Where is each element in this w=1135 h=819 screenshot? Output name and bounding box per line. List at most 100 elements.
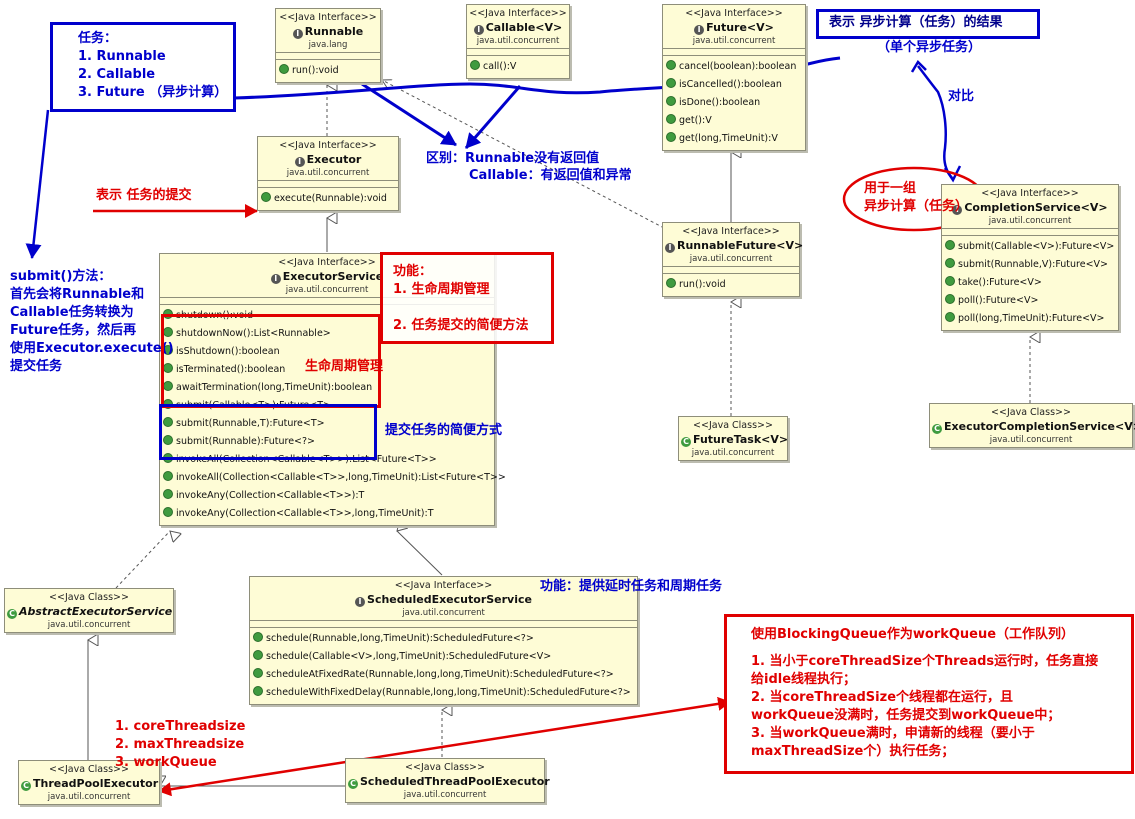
functions-note-item: 1. 生命周期管理 <box>393 282 490 297</box>
interface-icon: I <box>292 29 303 39</box>
submit-note-line: 首先会将Runnable和 <box>10 287 145 302</box>
class-icon: C <box>348 779 358 789</box>
package-label: java.util.concurrent <box>988 216 1072 226</box>
difference-note-line1: 区别：Runnable没有返回值 <box>426 151 600 166</box>
public-method-icon <box>666 278 676 288</box>
package-label: java.util.concurrent <box>476 36 560 46</box>
workqueue-note-line: workQueue没满时，任务提交到workQueue中； <box>751 708 1061 723</box>
method-row: schedule(Runnable,long,TimeUnit):Schedul… <box>253 630 634 648</box>
blue-arrow-runnable <box>361 82 457 147</box>
class-icon: C <box>681 437 691 447</box>
method-row: schedule(Callable<V>,long,TimeUnit):Sche… <box>253 648 634 666</box>
interface-icon: I <box>270 274 281 284</box>
pool-param-note: 3. workQueue <box>115 755 217 770</box>
public-method-icon <box>666 132 676 142</box>
tasks-note-title: 任务： <box>78 31 118 46</box>
class-name: ExecutorService <box>282 270 384 283</box>
public-method-icon <box>163 507 173 517</box>
package-label: java.util.concurrent <box>47 792 131 802</box>
public-method-icon <box>945 258 955 268</box>
functions-note-title: 功能： <box>393 264 433 279</box>
method-row: submit(Callable<V>):Future<V> <box>945 238 1115 256</box>
task-submit-note: 表示 任务的提交 <box>96 188 192 203</box>
interface-icon: I <box>294 157 305 167</box>
package-label: java.util.concurrent <box>402 608 485 618</box>
compare-note: 对比 <box>948 89 975 104</box>
workqueue-note-line: 2. 当coreThreadSize个线程都在运行，且 <box>751 690 1014 705</box>
class-name: Future<V> <box>706 21 774 34</box>
submit-note-line: Future任务，然后再 <box>10 323 137 338</box>
package-label: java.util.concurrent <box>285 285 369 295</box>
workqueue-note-line: 给idle线程执行； <box>751 672 857 687</box>
blue-arrow-callable <box>464 85 522 149</box>
tasks-note-item: 1. Runnable <box>78 49 166 64</box>
method-row: invokeAny(Collection<Callable<T>>):T <box>163 487 491 505</box>
submit-highlight-box <box>159 404 377 460</box>
package-label: java.util.concurrent <box>689 254 773 264</box>
interface-icon: I <box>694 25 705 35</box>
abstract-to-executorservice-link <box>115 531 170 589</box>
public-method-icon <box>945 240 955 250</box>
package-label: java.util.concurrent <box>691 448 775 458</box>
class-name: FutureTask<V> <box>693 433 789 446</box>
class-name: ThreadPoolExecutor <box>33 777 159 790</box>
workqueue-note-line: 1. 当小于coreThreadSize个Threads运行时，任务直接 <box>751 654 1099 669</box>
submit-note-line: Callable任务转换为 <box>10 305 134 320</box>
package-label: java.util.concurrent <box>403 790 487 800</box>
class-name: Callable<V> <box>485 21 563 34</box>
public-method-icon <box>253 686 263 696</box>
public-method-icon <box>279 64 289 74</box>
lifecycle-note: 生命周期管理 <box>305 359 384 374</box>
method-row: run():void <box>279 62 377 80</box>
stereotype-label: <<Java Interface>> <box>685 8 783 19</box>
interface-icon: I <box>355 597 366 607</box>
class-name: CompletionService<V> <box>964 201 1108 214</box>
public-method-icon <box>253 650 263 660</box>
public-method-icon <box>945 294 955 304</box>
method-row: poll():Future<V> <box>945 292 1115 310</box>
public-method-icon <box>163 417 173 427</box>
stereotype-label: <<Java Interface>> <box>279 12 377 23</box>
runnablefuture-to-runnable-link <box>382 80 665 229</box>
interface-icon: I <box>952 205 963 215</box>
method-row: call():V <box>470 58 566 76</box>
workqueue-note-title: 使用BlockingQueue作为workQueue（工作队列） <box>751 627 1075 642</box>
blue-compare-curve <box>917 65 953 179</box>
method-row: get():V <box>666 112 802 130</box>
public-method-icon <box>666 78 676 88</box>
workqueue-note-line: 3. 当workQueue满时，申请新的线程（要小于 <box>751 726 1035 741</box>
stereotype-label: <<Java Class>> <box>49 764 129 775</box>
stereotype-label: <<Java Interface>> <box>469 8 567 19</box>
submit-note-line: 使用Executor.execute() <box>10 341 174 356</box>
method-row: cancel(boolean):boolean <box>666 58 802 76</box>
stereotype-label: <<Java Class>> <box>49 592 129 603</box>
stereotype-label: <<Java Interface>> <box>682 226 780 237</box>
tasks-note-item: 3. Future （异步计算） <box>78 85 228 100</box>
public-method-icon <box>261 192 271 202</box>
stereotype-label: <<Java Class>> <box>693 420 773 431</box>
tasks-note-item: 2. Callable <box>78 67 156 82</box>
interface-icon: I <box>665 243 675 253</box>
tasks-note-box: 任务： 1. Runnable 2. Callable 3. Future （异… <box>50 22 236 112</box>
stereotype-label: <<Java Interface>> <box>279 140 377 151</box>
submit-note-line: 提交任务 <box>10 359 63 374</box>
group-async-note-line2: 异步计算（任务） <box>864 199 969 214</box>
method-row: submit(Runnable,T):Future<T> <box>163 415 491 433</box>
future-result-note-box: 表示 异步计算（任务）的结果 <box>816 9 1040 39</box>
convenient-submit-note: 提交任务的简便方式 <box>385 423 503 438</box>
package-label: java.util.concurrent <box>692 36 776 46</box>
class-name: ExecutorCompletionService<V> <box>944 420 1135 433</box>
